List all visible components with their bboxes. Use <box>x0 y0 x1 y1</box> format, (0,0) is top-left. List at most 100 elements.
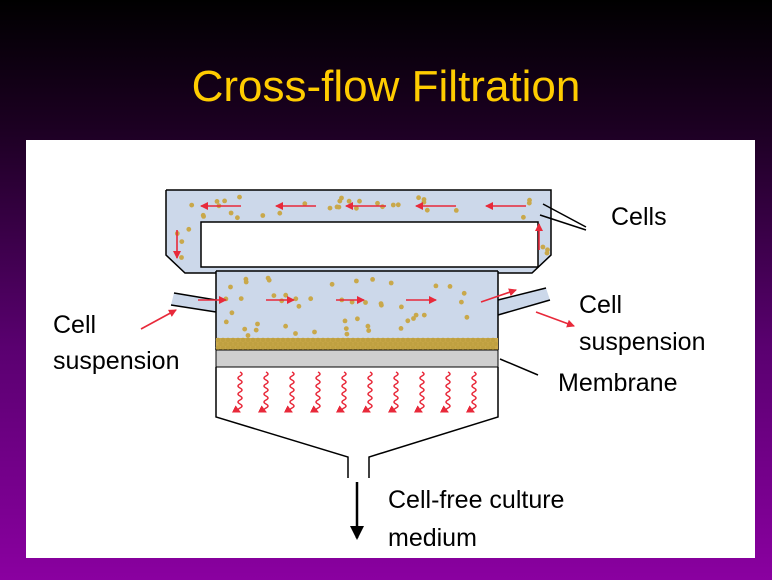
cell-dot <box>308 296 314 302</box>
cake-cell-dot <box>240 337 246 343</box>
cells-label: Cells <box>611 203 667 231</box>
cell-dot <box>339 195 344 201</box>
cell-dot <box>229 310 235 316</box>
cells-leader-lower <box>539 214 587 231</box>
cake-cell-dot <box>360 345 366 350</box>
cell-dot <box>365 323 371 329</box>
cell-dot <box>279 298 285 304</box>
cake-cell-dot <box>290 345 296 350</box>
cake-cell-dot <box>355 337 361 343</box>
cake-cell-dot <box>410 345 416 350</box>
cell-dot <box>355 316 360 322</box>
cake-cell-dot <box>300 337 306 343</box>
cake-cell-dot <box>445 345 451 350</box>
cake-cell-dot <box>230 337 236 343</box>
cell-dot <box>421 199 427 205</box>
figure-panel: Cells Cell suspension Cell suspension Me… <box>26 140 755 558</box>
cell-dot <box>346 198 352 204</box>
membrane <box>215 349 499 368</box>
cake-cell-dot <box>425 337 431 343</box>
cake-cell-dot <box>330 345 336 350</box>
cake-cell-dot <box>393 341 398 346</box>
flow-arrow <box>480 288 517 303</box>
cake-cell-dot <box>445 337 451 343</box>
cake-cell-dot <box>480 337 486 343</box>
permeate-arrow <box>465 371 477 413</box>
cake-cell-dot <box>395 345 401 350</box>
cake-cell-dot <box>470 345 476 350</box>
cell-dot <box>370 277 375 282</box>
cake-cell-dot <box>318 341 323 346</box>
permeate-arrow <box>309 371 321 413</box>
cell-dot <box>357 198 362 204</box>
cell-dot <box>260 213 266 218</box>
cake-cell-dot <box>320 337 326 343</box>
cake-cell-dot <box>245 345 251 350</box>
permeate-arrow <box>283 371 295 413</box>
cake-cell-dot <box>468 341 473 346</box>
cake-cell-dot <box>235 337 241 343</box>
cake-cell-dot <box>370 337 376 343</box>
cake-cell-dot <box>345 337 351 343</box>
cake-cell-dot <box>475 337 481 343</box>
cell-dot <box>283 292 289 298</box>
cake-cell-dot <box>440 337 446 343</box>
membrane-label: Membrane <box>558 369 678 397</box>
cake-cell-dot <box>475 345 481 350</box>
cell-dot <box>242 326 248 332</box>
cake-cell-dot <box>280 345 286 350</box>
cell-dot <box>243 279 249 285</box>
cake-cell-dot <box>390 345 396 350</box>
cake-cell-dot <box>243 341 248 346</box>
cake-cell-dot <box>365 337 371 343</box>
cake-cell-dot <box>328 341 333 346</box>
cake-cell-dot <box>463 341 468 346</box>
cake-cell-dot <box>363 341 368 346</box>
cell-dot <box>398 326 404 331</box>
cake-cell-dot <box>405 345 411 350</box>
cell-dot <box>237 194 242 200</box>
cake-cell-dot <box>353 341 358 346</box>
cake-cell-dot <box>308 341 313 346</box>
cell-dot <box>327 205 333 211</box>
cell-dot <box>293 296 299 302</box>
membrane-leader <box>499 358 539 376</box>
cake-cell-dot <box>420 337 426 343</box>
permeate-arrow <box>387 371 399 413</box>
cell-dot <box>344 331 350 337</box>
cell-dot <box>545 247 550 253</box>
cell-dot <box>354 205 359 211</box>
cake-cell-dot <box>233 341 238 346</box>
cell-dot <box>189 202 195 208</box>
cake-cell-dot <box>348 341 353 346</box>
cell-dot <box>223 319 229 325</box>
cake-cell-dot <box>300 345 306 350</box>
cake-cell-dot <box>488 341 493 346</box>
cell-dot <box>413 312 419 318</box>
cake-cell-dot <box>215 345 221 350</box>
cells-leader-upper <box>542 203 587 228</box>
cake-cell-dot <box>423 341 428 346</box>
cell-dot <box>342 318 348 324</box>
cake-cell-dot <box>395 337 401 343</box>
cell-dot <box>296 303 302 309</box>
cake-cell-dot <box>265 337 271 343</box>
cake-cell-dot <box>375 345 381 350</box>
cake-cell-dot <box>373 341 378 346</box>
cake-cell-dot <box>290 337 296 343</box>
cake-cell-dot <box>255 337 261 343</box>
cell-dot <box>214 199 220 204</box>
cell-dot <box>293 331 298 336</box>
cake-cell-dot <box>350 337 356 343</box>
cake-cell-dot <box>405 337 411 343</box>
cake-cell-dot <box>313 341 318 346</box>
cake-cell-dot <box>240 345 246 350</box>
cake-cell-dot <box>280 337 286 343</box>
cell-free-medium-label-line1: Cell-free culture <box>388 486 565 514</box>
cake-cell-dot <box>483 341 488 346</box>
cake-cell-dot <box>403 341 408 346</box>
cake-cell-dot <box>470 337 476 343</box>
cell-dot <box>354 278 359 284</box>
cake-cell-dot <box>288 341 293 346</box>
cake-cell-dot <box>450 345 456 350</box>
